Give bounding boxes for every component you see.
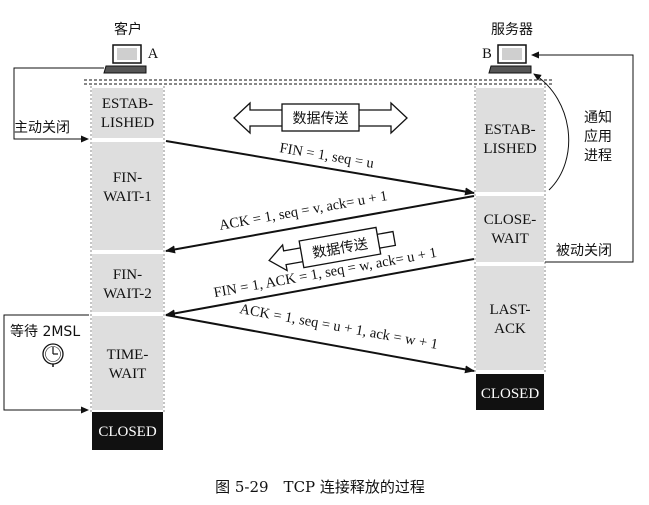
data-transfer-both-arrow: 数据传送 [233,101,408,135]
server-id: B [482,46,492,62]
server-state-close-wait: CLOSE-WAIT [476,196,544,262]
client-state-fin-wait-2: FIN-WAIT-2 [92,254,163,312]
message-arrow-ack-client [165,314,475,374]
client-computer-icon [103,44,147,74]
message-label-ack-client: ACK = 1, seq = u + 1, ack = w + 1 [238,301,439,353]
svg-text:FIN-WAIT-2: FIN-WAIT-2 [103,267,152,302]
notify-app-label: 通知应用进程 [584,109,612,164]
svg-text:FIN-WAIT-1: FIN-WAIT-1 [103,170,152,205]
wait-2msl-bracket [3,314,89,414]
server-state-established: ESTAB-LISHED [476,88,544,192]
svg-text:CLOSED: CLOSED [481,386,540,402]
server-state-last-ack: LAST-ACK [476,266,544,370]
client-state-time-wait: TIME-WAIT [92,316,163,410]
server-computer-icon [488,44,532,74]
client-state-established: ESTAB-LISHED [92,88,163,138]
client-id: A [148,46,159,62]
client-label: 客户 [114,21,142,38]
data-transfer-both-label: 数据传送 [293,111,349,127]
client-state-fin-wait-1: FIN-WAIT-1 [92,142,163,250]
svg-text:TIME-WAIT: TIME-WAIT [107,347,149,382]
clock-icon [42,343,64,367]
wait-2msl-label: 等待 2MSL [10,323,80,340]
notify-app-arrow [533,73,570,191]
active-close-bracket [13,67,104,143]
client-state-closed: CLOSED [92,412,163,450]
svg-text:LAST-ACK: LAST-ACK [489,302,530,337]
message-arrow-fin-client [165,140,475,196]
passive-close-bracket [531,51,634,263]
server-state-closed: CLOSED [476,374,544,410]
svg-text:ESTAB-LISHED: ESTAB-LISHED [483,122,536,157]
server-label: 服务器 [491,22,533,38]
passive-close-label: 被动关闭 [556,243,612,259]
message-arrow-ack-server [165,195,475,254]
message-arrow-fin-server [165,258,475,318]
data-transfer-one-arrow: 数据传送 [268,226,397,272]
active-close-label: 主动关闭 [14,120,70,136]
figure-caption: 图 5-29 TCP 连接释放的过程 [215,478,425,496]
svg-text:ESTAB-LISHED: ESTAB-LISHED [101,96,154,131]
svg-text:CLOSED: CLOSED [98,424,157,440]
svg-text:CLOSE-WAIT: CLOSE-WAIT [484,212,537,247]
client-state-established-l1: ESTAB- [102,96,153,112]
